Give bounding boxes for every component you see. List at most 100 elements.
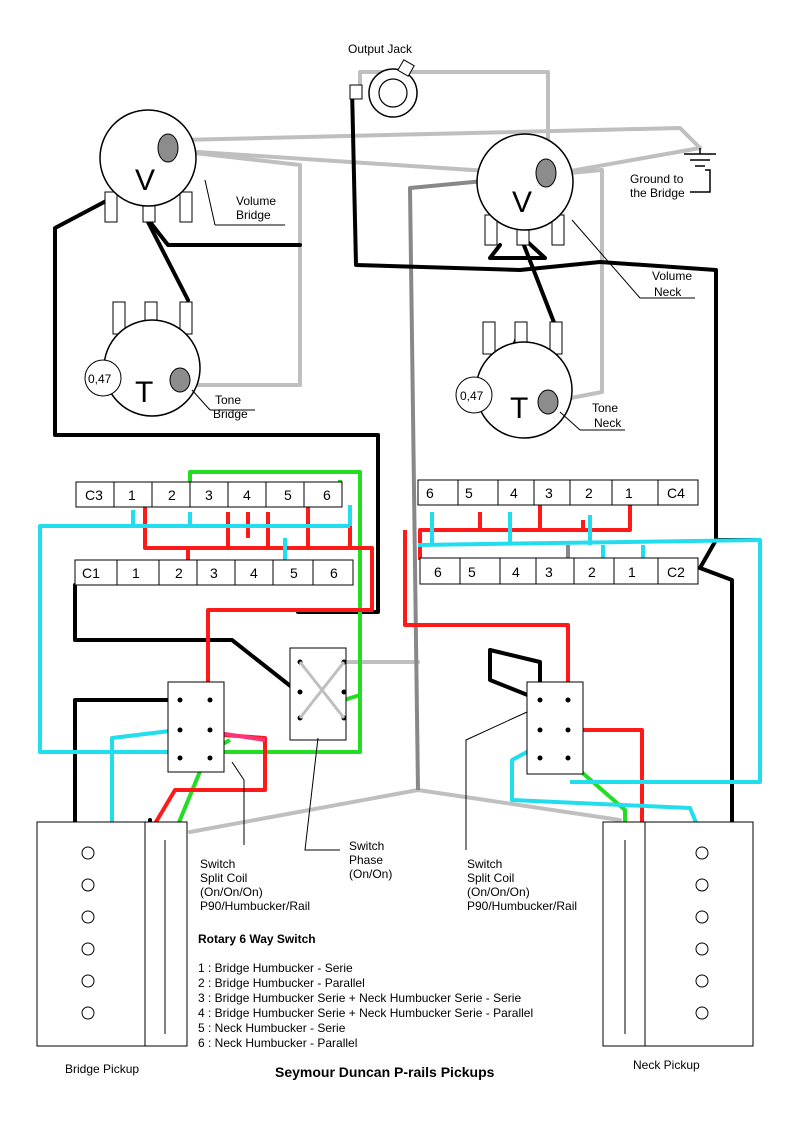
wire-gray-vol-tone-bridge: [166, 148, 302, 387]
strip-c3-cell: 4: [243, 487, 251, 503]
rotary-item: 6 : Neck Humbucker - Parallel: [198, 1036, 357, 1050]
volume-neck-letter: V: [512, 186, 532, 219]
strip-c1-cell: 5: [290, 565, 298, 581]
wire-cyan-left-loop: [38, 524, 350, 754]
rotary-item: 4 : Bridge Humbucker Serie + Neck Humbuc…: [198, 1006, 533, 1020]
rotary-item: 2 : Bridge Humbucker - Parallel: [198, 976, 365, 990]
wire-black-vol-bridge-to-tone: [146, 220, 190, 302]
tone-neck-letter: T: [510, 392, 528, 425]
tone-pot-neck: T: [475, 321, 573, 439]
wire-red-c4-loop: [403, 530, 570, 700]
wire-black-c1-loop: [73, 583, 300, 694]
wire-black-bridge-pickup-1: [73, 698, 207, 832]
strip-c1-cell: 1: [132, 565, 140, 581]
tone-bridge-label-line1: Tone: [215, 393, 241, 407]
strip-c4-cell: 6: [426, 485, 434, 501]
leader-split-coil-bridge: [231, 761, 245, 845]
split-coil-switch-neck: [526, 681, 584, 775]
strip-c2-cell: 6: [434, 564, 442, 580]
capacitor-bridge-value: 0,47: [88, 372, 112, 386]
volume-neck-label-line2: Neck: [654, 285, 682, 299]
volume-pot-bridge: V: [99, 109, 197, 223]
split-coil-switch-bridge: [167, 681, 225, 773]
strip-c1-cell: 4: [250, 565, 258, 581]
strip-c3-cell: 5: [284, 487, 292, 503]
cyan-wires: [38, 505, 762, 833]
split-coil-bridge-line4: P90/Humbucker/Rail: [200, 899, 310, 913]
tone-neck-label-line2: Neck: [594, 416, 622, 430]
strip-c1-cell: 6: [330, 565, 338, 581]
ground-symbol: [684, 148, 716, 193]
strip-c3-cell: 2: [168, 487, 176, 503]
strip-c4-cell: 2: [585, 485, 593, 501]
strip-c3-cell: 1: [128, 487, 136, 503]
strip-c4-cell: 5: [465, 485, 473, 501]
rotary-item: 3 : Bridge Humbucker Serie + Neck Humbuc…: [198, 991, 521, 1005]
diagram-title: Seymour Duncan P-rails Pickups: [275, 1064, 495, 1080]
strip-c1-cell: C1: [82, 565, 100, 581]
wire-gray-vol-tone-neck: [546, 168, 604, 404]
wire-gray-ground-link: [546, 146, 702, 177]
strip-c4-cell: 4: [510, 485, 518, 501]
rotary-item: 5 : Neck Humbucker - Serie: [198, 1021, 346, 1035]
split-coil-bridge-line2: Split Coil: [200, 871, 247, 885]
wire-black-vol-neck-2: [488, 233, 547, 260]
wire-black-vol-neck-to-tone: [518, 233, 557, 327]
terminal-strip-c2: 6 5 4 3 2 1 C2: [419, 557, 699, 585]
capacitor-bridge: 0,47: [84, 359, 122, 397]
tone-pot-bridge: T: [103, 301, 201, 417]
strip-c4-cell: C4: [667, 485, 685, 501]
ground-label-line2: the Bridge: [630, 186, 685, 200]
wire-red-neck-switch: [568, 728, 644, 832]
wire-black-neck-pickup: [698, 538, 760, 832]
rotary-heading: Rotary 6 Way Switch: [198, 932, 316, 946]
split-coil-neck-line4: P90/Humbucker/Rail: [467, 899, 577, 913]
output-jack-label: Output Jack: [348, 42, 413, 56]
wire-cyan-bridge-switch: [110, 728, 179, 832]
wire-gray-bottom: [188, 788, 622, 834]
bridge-pickup: [36, 821, 188, 1047]
volume-neck-label-line1: Volume: [652, 269, 692, 283]
rotary-item: 1 : Bridge Humbucker - Serie: [198, 961, 353, 975]
wire-gray-jack-top: [358, 70, 550, 177]
capacitor-neck: 0,47: [455, 376, 493, 414]
leader-split-coil-neck: [465, 711, 528, 850]
split-coil-neck-line1: Switch: [467, 857, 502, 871]
strip-c2-cell: 1: [628, 564, 636, 580]
strip-c1-cell: 2: [175, 565, 183, 581]
terminal-strip-c3: C3 1 2 3 4 5 6: [75, 481, 343, 508]
split-coil-neck-line3: (On/On/On): [467, 885, 530, 899]
volume-bridge-label-line1: Volume: [236, 194, 276, 208]
capacitor-neck-value: 0,47: [460, 389, 484, 403]
phase-switch-line2: Phase: [349, 853, 383, 867]
bridge-pickup-label: Bridge Pickup: [65, 1062, 139, 1076]
split-coil-bridge-line3: (On/On/On): [200, 885, 263, 899]
strip-c3-cell: C3: [85, 487, 103, 503]
wire-green-phase: [343, 693, 361, 702]
phase-switch-line3: (On/On): [349, 867, 392, 881]
strip-c1-cell: 3: [210, 565, 218, 581]
wire-red-c3-bus: [143, 486, 374, 700]
neck-pickup: [602, 821, 754, 1047]
ground-label-line1: Ground to: [630, 172, 684, 186]
wire-black-vol-bridge-to-ground: [148, 220, 302, 247]
phase-switch-x: [298, 661, 346, 719]
terminal-strip-c1: C1 1 2 3 4 5 6: [74, 559, 354, 586]
neck-pickup-label: Neck Pickup: [633, 1058, 700, 1072]
wire-cyan-neck-switch: [510, 743, 702, 833]
wire-gray-ground-top: [178, 126, 702, 150]
strip-c4-cell: 3: [545, 485, 553, 501]
volume-bridge-label-line2: Bridge: [236, 208, 271, 222]
strip-c2-cell: 2: [588, 564, 596, 580]
tone-neck-label-line1: Tone: [592, 401, 618, 415]
strip-c3-cell: 6: [323, 487, 331, 503]
volume-bridge-letter: V: [135, 164, 155, 197]
phase-switch-line1: Switch: [349, 839, 384, 853]
split-coil-bridge-line1: Switch: [200, 857, 235, 871]
strip-c3-cell: 3: [205, 487, 213, 503]
red-wires: [143, 486, 644, 834]
strip-c2-cell: 3: [545, 564, 553, 580]
split-coil-neck-line2: Split Coil: [467, 871, 514, 885]
output-jack: Output Jack: [348, 42, 418, 118]
strip-c2-cell: 5: [468, 564, 476, 580]
